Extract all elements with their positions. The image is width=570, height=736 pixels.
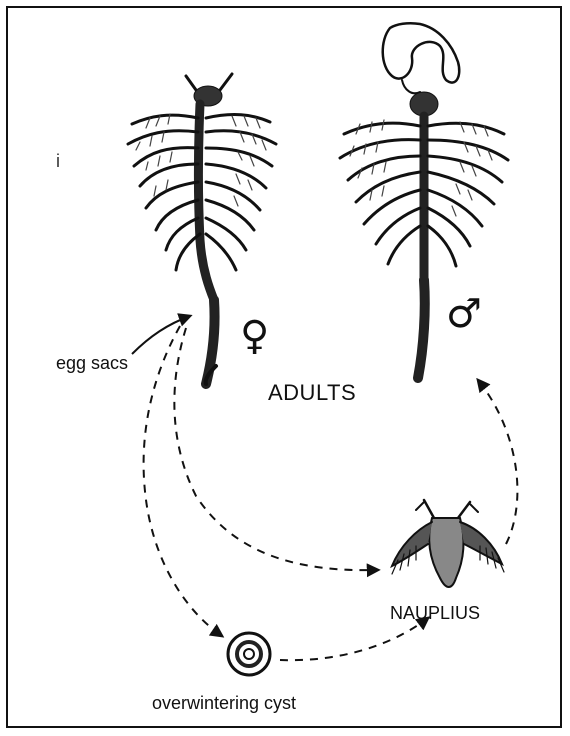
- nauplius-drawing: [392, 500, 504, 587]
- adults-label: ADULTS: [268, 382, 356, 404]
- egg-sacs-label: egg sacs: [56, 354, 128, 372]
- panel-marker-text: i: [56, 152, 60, 170]
- male-adult-drawing: [340, 23, 508, 378]
- arrow-cyst-to-nauplius: [280, 618, 428, 660]
- arrow-nauplius-to-adult: [478, 380, 517, 544]
- male-symbol-icon: ♂: [446, 294, 482, 334]
- nauplius-label: NAUPLIUS: [390, 604, 480, 622]
- female-symbol-icon: ♀: [240, 316, 269, 356]
- arrow-eggs-to-nauplius: [174, 328, 378, 570]
- overwintering-cyst-label: overwintering cyst: [152, 694, 296, 712]
- cyst-drawing: [228, 633, 270, 675]
